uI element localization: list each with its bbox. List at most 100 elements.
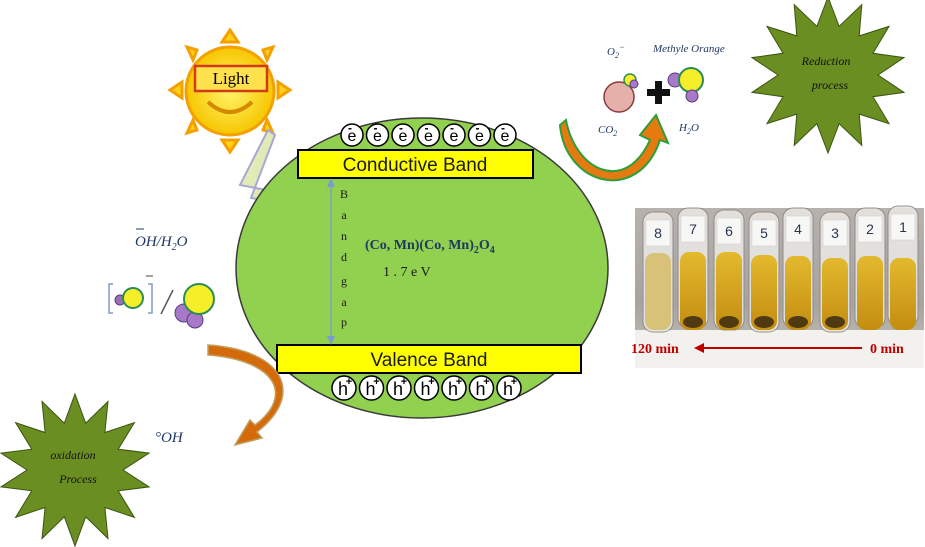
test-tube: 5 [748, 211, 780, 333]
svg-text:-: - [501, 121, 505, 135]
oxidation-process-star: oxidation Process [0, 392, 151, 547]
band-gap-letter: B [340, 187, 348, 201]
svg-text:e: e [348, 128, 357, 145]
light-label-box [193, 64, 269, 93]
test-tube: 3 [819, 211, 851, 333]
test-tube: 7 [677, 207, 709, 330]
band-gap-letter: n [341, 229, 347, 243]
test-tube: 8 [642, 211, 674, 333]
reduction-arrow-icon [558, 113, 670, 182]
light-label: Light [213, 69, 250, 88]
band-gap-letter: d [341, 250, 347, 264]
slash-divider [160, 289, 174, 315]
band-gap-letter: a [341, 208, 347, 222]
svg-text:+: + [483, 376, 489, 388]
svg-text:h: h [338, 379, 348, 399]
oxidation-label-line1: oxidation [50, 448, 95, 462]
hole-particle: h+ [496, 375, 522, 401]
svg-text:e: e [501, 128, 510, 145]
superoxide-label: O2− [607, 42, 625, 60]
tube-number: 3 [831, 225, 839, 241]
svg-text:h: h [420, 379, 430, 399]
band-gap-letter: a [341, 295, 347, 309]
compound-label: (Co, Mn)(Co, Mn)2O4 [365, 238, 495, 256]
tube-number: 7 [689, 221, 697, 237]
svg-text:e: e [450, 128, 459, 145]
hole-particle: h+ [331, 375, 357, 401]
svg-text:+: + [373, 376, 379, 388]
electron-particle: e- [467, 121, 492, 147]
hydroxide-molecule-icon [108, 275, 153, 314]
methyl-orange-molecule-icon [667, 67, 704, 103]
tube-number: 4 [794, 221, 802, 237]
svg-text:+: + [346, 376, 352, 388]
svg-text:+: + [511, 376, 517, 388]
hole-particle: h+ [386, 375, 412, 401]
band-gap-letter: g [341, 274, 347, 288]
electron-particle: e- [493, 121, 517, 147]
svg-text:-: - [450, 121, 454, 135]
oxidation-arrow-icon [207, 344, 284, 447]
band-gap-arrow [327, 178, 335, 345]
test-tube: 4 [782, 207, 814, 330]
electron-particle: e- [391, 121, 415, 147]
tube-number: 2 [866, 221, 874, 237]
electron-row: e-e-e-e-e-e-e- [340, 121, 517, 147]
svg-text:h: h [365, 379, 375, 399]
hydroxyl-radical-label: °OH [155, 430, 184, 446]
test-tube: 6 [713, 209, 745, 331]
oh-h2o-label: OH/H2O [135, 234, 188, 253]
co2-label: CO2 [598, 124, 617, 138]
h2o-label: H2O [678, 122, 699, 136]
hole-particle: h+ [441, 375, 467, 401]
svg-text:h: h [503, 379, 513, 399]
water-molecule-icon [174, 283, 215, 329]
conduction-band [297, 149, 534, 179]
superoxide-molecule-icon [603, 73, 639, 113]
conduction-band-label: Conductive Band [343, 155, 488, 176]
electron-particle: e- [416, 121, 441, 147]
svg-text:-: - [476, 121, 480, 135]
semiconductor-particle [235, 117, 609, 419]
reduction-label-line2: process [811, 78, 849, 92]
electron-particle: e- [365, 121, 390, 147]
hole-particle: h+ [468, 375, 495, 401]
oxidation-label-line2: Process [58, 472, 97, 486]
svg-text:+: + [428, 376, 434, 388]
plus-icon [647, 81, 670, 104]
svg-text:e: e [373, 128, 382, 145]
test-tube: 2 [854, 207, 886, 330]
reduction-process-star: Reduction process [750, 0, 906, 155]
hole-particle: h+ [358, 375, 385, 401]
sun-icon: Light [167, 27, 293, 155]
svg-text:e: e [424, 128, 433, 145]
svg-text:h: h [475, 379, 485, 399]
svg-text:-: - [425, 121, 429, 135]
hole-row: h+h+h+h+h+h+h+ [331, 375, 522, 401]
electron-particle: e- [442, 121, 466, 147]
reduction-label-line1: Reduction [801, 54, 851, 68]
methyl-orange-label: Methyle Orange [652, 43, 725, 55]
band-gap-letter: p [341, 315, 347, 329]
svg-text:+: + [456, 376, 462, 388]
electron-particle: e- [340, 121, 364, 147]
svg-text:e: e [475, 128, 484, 145]
test-tube: 1 [887, 205, 919, 330]
hole-particle: h+ [413, 375, 440, 401]
svg-text:-: - [374, 121, 378, 135]
svg-text:-: - [348, 121, 352, 135]
time-arrow [694, 343, 862, 353]
svg-text:+: + [401, 376, 407, 388]
svg-text:h: h [393, 379, 403, 399]
svg-text:h: h [448, 379, 458, 399]
tube-number: 6 [725, 223, 733, 239]
band-gap-value: 1 . 7 e V [383, 265, 431, 280]
svg-text:e: e [399, 128, 408, 145]
tube-number: 5 [760, 225, 768, 241]
svg-text:-: - [399, 121, 403, 135]
tube-number: 8 [654, 225, 662, 241]
valence-band-label: Valence Band [371, 350, 488, 371]
tube-number: 1 [899, 219, 907, 235]
